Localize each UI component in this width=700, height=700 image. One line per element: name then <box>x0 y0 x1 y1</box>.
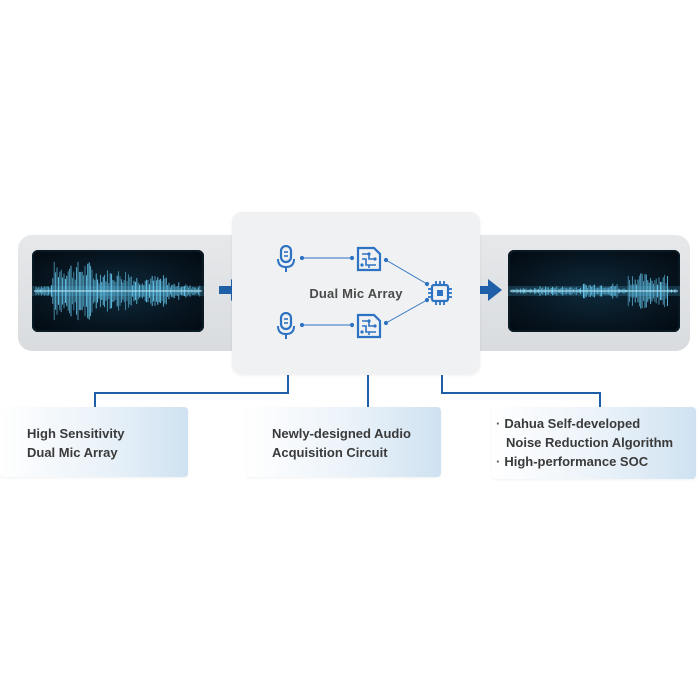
bullet-marker: · <box>496 454 501 469</box>
clean-audio-waveform <box>508 250 680 332</box>
feature-line: Dahua Self-developed <box>504 416 641 431</box>
bullet-item: ·Dahua Self-developed <box>496 414 673 433</box>
microphone-icon <box>277 312 295 339</box>
circuit-board-icon <box>356 246 382 272</box>
feature-box-algorithm: ·Dahua Self-developed Noise Reduction Al… <box>492 407 696 479</box>
arrow-right-icon <box>476 279 502 301</box>
feature-box-sensitivity: High Sensitivity Dual Mic Array <box>0 407 188 477</box>
feature-line: Noise Reduction Algorithm <box>506 435 674 450</box>
signal-connectors <box>299 255 430 328</box>
microphone-icon <box>277 245 295 272</box>
dual-mic-array-card: Dual Mic Array <box>232 212 480 374</box>
circuit-board-icon <box>356 313 382 339</box>
feature-line: High Sensitivity <box>27 426 125 441</box>
feature-line: Acquisition Circuit <box>272 445 388 460</box>
bullet-marker: · <box>496 416 501 431</box>
feature-line: High-performance SOC <box>504 454 649 469</box>
feature-line: Dual Mic Array <box>27 445 118 460</box>
feature-line: Newly-designed Audio <box>272 426 411 441</box>
noisy-audio-waveform <box>32 250 204 332</box>
card-title: Dual Mic Array <box>309 286 403 301</box>
feature-box-acquisition: Newly-designed Audio Acquisition Circuit <box>247 407 441 477</box>
processor-chip-icon <box>428 281 452 305</box>
bullet-item: ·High-performance SOC <box>496 452 673 471</box>
